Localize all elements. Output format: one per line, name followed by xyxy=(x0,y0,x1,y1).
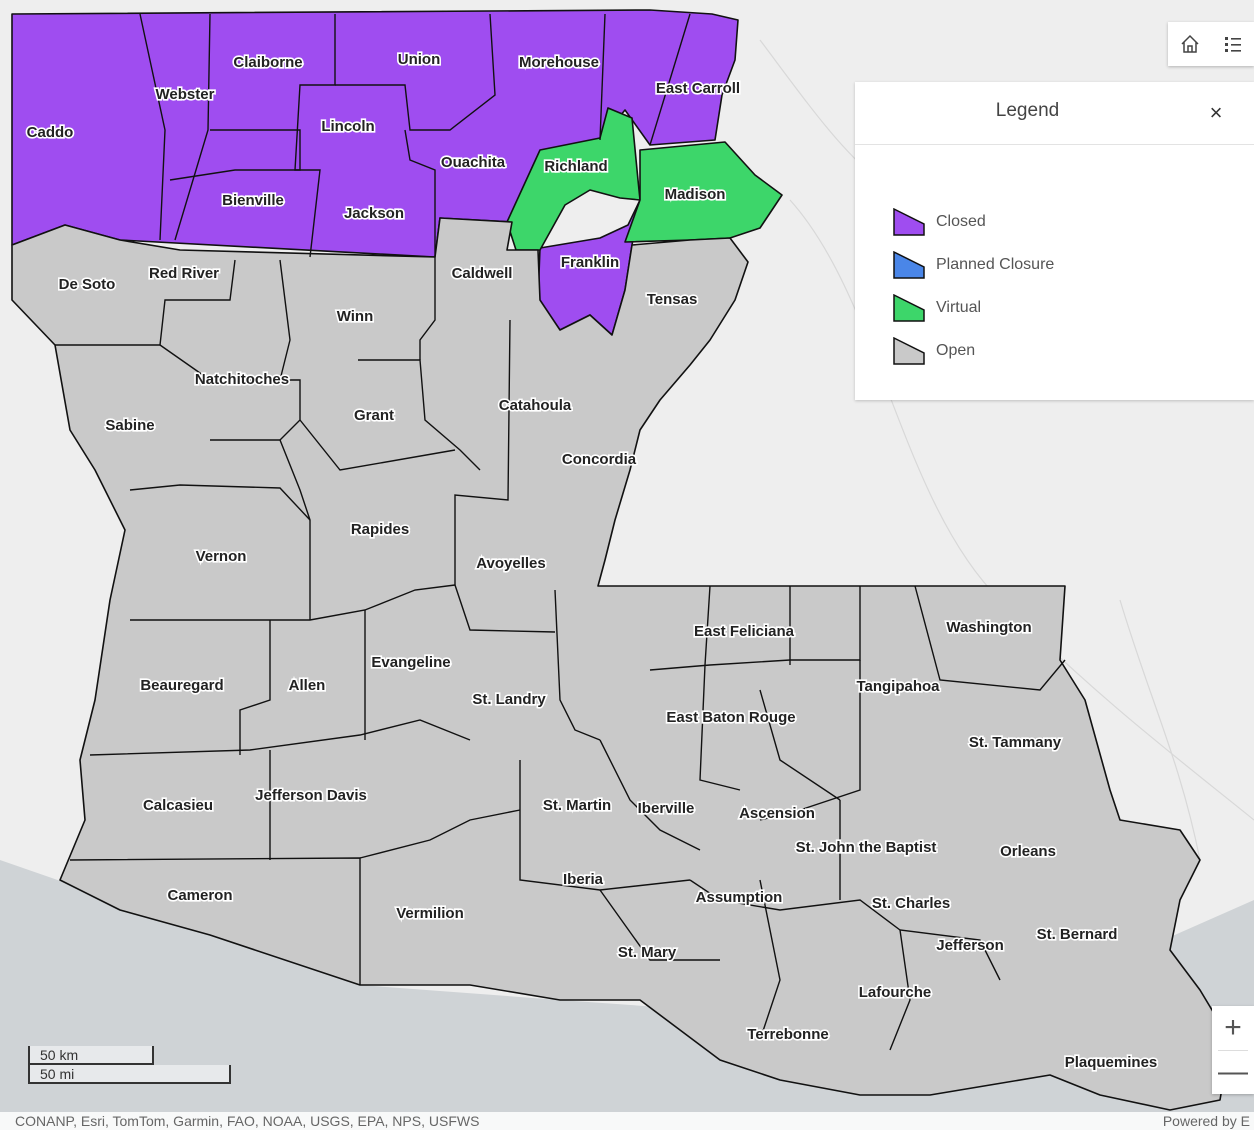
parish-label-allen: Allen xyxy=(289,677,326,694)
parish-label-ouachita: Ouachita xyxy=(441,154,506,171)
parish-label-jefferson: Jefferson xyxy=(936,937,1004,954)
legend-item-planned-closure: Planned Closure xyxy=(893,243,1054,286)
parish-label-tangipahoa: Tangipahoa xyxy=(856,678,940,695)
legend-item-open: Open xyxy=(893,329,1054,372)
parish-label-ascension: Ascension xyxy=(739,805,815,822)
parish-label-evangeline: Evangeline xyxy=(371,654,450,671)
scale-km: 50 km xyxy=(28,1046,154,1065)
legend-header: Legend × xyxy=(855,82,1254,145)
parish-label-calcasieu: Calcasieu xyxy=(143,797,213,814)
home-button[interactable] xyxy=(1168,22,1211,66)
parish-label-terrebonne: Terrebonne xyxy=(747,1026,828,1043)
parish-label-st-tammany: St. Tammany xyxy=(969,734,1062,751)
legend-list-icon xyxy=(1224,37,1241,52)
attribution-bar: CONANP, Esri, TomTom, Garmin, FAO, NOAA,… xyxy=(0,1112,1254,1130)
zoom-divider xyxy=(1218,1050,1248,1051)
parish-label-union: Union xyxy=(398,51,441,68)
parish-label-natchitoches: Natchitoches xyxy=(195,371,289,388)
parish-label-plaquemines: Plaquemines xyxy=(1065,1054,1158,1071)
legend-title: Legend xyxy=(995,100,1060,121)
parish-label-rapides: Rapides xyxy=(351,521,409,538)
zoom-in-button[interactable]: + xyxy=(1224,1011,1242,1044)
legend-toggle-button[interactable] xyxy=(1211,22,1254,66)
parish-label-iberia: Iberia xyxy=(563,871,604,888)
parish-label-catahoula: Catahoula xyxy=(499,397,572,414)
parish-label-st-mary: St. Mary xyxy=(618,944,677,961)
parish-label-cameron: Cameron xyxy=(167,887,232,904)
parish-label-morehouse: Morehouse xyxy=(519,54,599,71)
powered-by[interactable]: Powered by E xyxy=(1162,1113,1250,1129)
legend-panel: Legend × Closed Planned Closure Virtual … xyxy=(855,82,1254,400)
legend-item-closed: Closed xyxy=(893,200,1054,243)
virtual-swatch xyxy=(893,293,925,322)
parish-label-de-soto: De Soto xyxy=(59,276,116,293)
parish-label-bienville: Bienville xyxy=(222,192,284,209)
parish-label-winn: Winn xyxy=(337,308,374,325)
parish-label-vernon: Vernon xyxy=(196,548,247,565)
zoom-control: + — xyxy=(1212,1006,1254,1094)
parish-label-st-charles: St. Charles xyxy=(872,895,950,912)
parish-label-webster: Webster xyxy=(156,86,215,103)
parish-label-franklin: Franklin xyxy=(561,254,619,271)
parish-label-st-john-the-baptist: St. John the Baptist xyxy=(796,839,937,856)
parish-label-jefferson-davis: Jefferson Davis xyxy=(255,787,367,804)
parish-label-orleans: Orleans xyxy=(1000,843,1056,860)
legend-item-label: Planned Closure xyxy=(936,255,1055,273)
parish-labels: Caddo Webster Claiborne Union MorehouseEast … xyxy=(25,49,1159,1072)
attribution-text[interactable]: CONANP, Esri, TomTom, Garmin, FAO, NOAA,… xyxy=(15,1113,480,1129)
parish-label-madison: Madison xyxy=(665,186,726,203)
legend-item-virtual: Virtual xyxy=(893,286,1054,329)
parish-label-assumption: Assumption xyxy=(696,889,783,906)
legend-items: Closed Planned Closure Virtual Open xyxy=(893,200,1054,372)
parish-label-beauregard: Beauregard xyxy=(140,677,223,694)
planned-closure-swatch xyxy=(893,250,925,279)
scale-mi: 50 mi xyxy=(28,1065,231,1084)
parish-label-st-martin: St. Martin xyxy=(543,797,611,814)
parish-label-tensas: Tensas xyxy=(647,291,698,308)
legend-item-label: Closed xyxy=(936,212,986,230)
legend-item-label: Virtual xyxy=(936,298,982,316)
open-swatch xyxy=(893,336,925,365)
parish-label-sabine: Sabine xyxy=(105,417,154,434)
map-toolbar xyxy=(1168,22,1254,66)
scale-bar: 50 km 50 mi xyxy=(28,1046,231,1084)
parish-label-red-river: Red River xyxy=(149,265,219,282)
closed-swatch xyxy=(893,207,925,236)
home-icon xyxy=(1180,34,1199,53)
parish-borders xyxy=(55,13,1066,1051)
parish-label-vermilion: Vermilion xyxy=(396,905,464,922)
zoom-out-button[interactable]: — xyxy=(1218,1055,1248,1088)
parish-label-iberville: Iberville xyxy=(638,800,695,817)
parish-label-washington: Washington xyxy=(946,619,1031,636)
parish-label-avoyelles: Avoyelles xyxy=(476,555,546,572)
parish-label-lincoln: Lincoln xyxy=(321,118,374,135)
parish-label-grant: Grant xyxy=(354,407,394,424)
parish-label-east-carroll: East Carroll xyxy=(656,80,740,97)
parish-label-jackson: Jackson xyxy=(344,205,404,222)
parish-label-lafourche: Lafourche xyxy=(859,984,932,1001)
parish-label-st-bernard: St. Bernard xyxy=(1037,926,1118,943)
parish-label-caddo: Caddo xyxy=(27,124,74,141)
region-madison[interactable] xyxy=(624,141,783,243)
parish-label-claiborne: Claiborne xyxy=(233,54,302,71)
parish-label-caldwell: Caldwell xyxy=(452,265,513,282)
legend-item-label: Open xyxy=(936,341,976,359)
parish-label-east-baton-rouge: East Baton Rouge xyxy=(666,709,795,726)
parish-label-st-landry: St. Landry xyxy=(472,691,546,708)
close-icon[interactable]: × xyxy=(1209,100,1223,125)
parish-label-richland: Richland xyxy=(544,158,607,175)
parish-label-east-feliciana: East Feliciana xyxy=(694,623,795,640)
parish-label-concordia: Concordia xyxy=(562,451,637,468)
